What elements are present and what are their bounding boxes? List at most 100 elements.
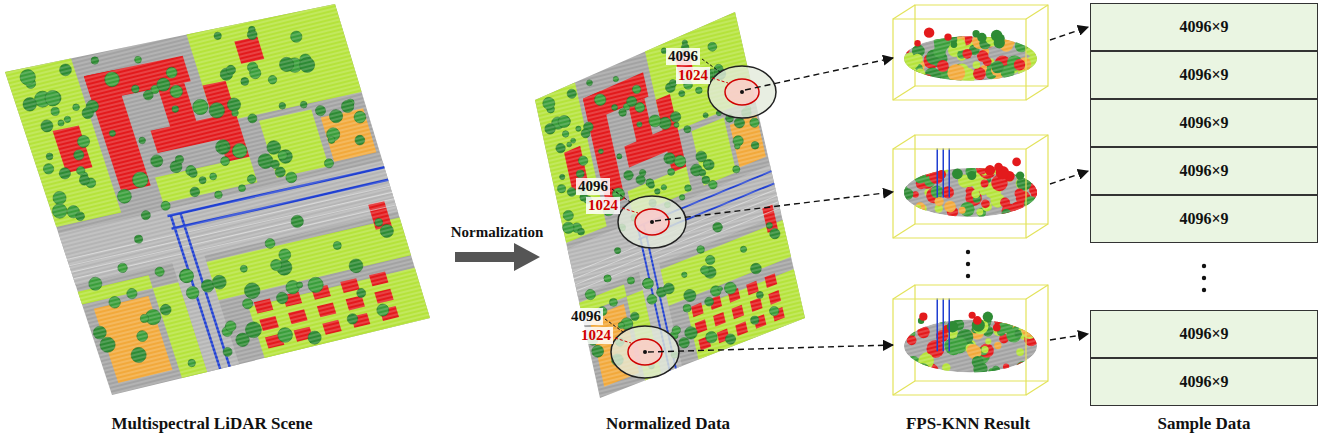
sampling-regions [605, 59, 776, 378]
leader-line [712, 78, 728, 83]
ellipsis-dot [1202, 264, 1206, 268]
sample-label: 4096×9 [1179, 372, 1228, 391]
tall-object [914, 40, 920, 46]
normalized-scene [535, 12, 805, 398]
panel-caption: Sample Data [1157, 414, 1250, 434]
illustration-part [893, 5, 1048, 100]
ellipsis-dot [1202, 276, 1206, 280]
illustration-part [907, 364, 923, 380]
flow-arrow [1050, 27, 1088, 40]
panel-caption: Multispectral LiDAR Scene [111, 414, 312, 434]
tall-object [985, 165, 995, 175]
point-count: 4096 [666, 48, 700, 65]
cube-edge [1026, 285, 1048, 299]
sample-box: 4096×9 [1090, 358, 1318, 406]
process-arrow [455, 243, 540, 271]
power-pole [937, 298, 939, 351]
flow-arrows [648, 27, 1088, 352]
cube-edge [893, 5, 915, 19]
illustration-part [908, 163, 921, 176]
panel-caption: FPS-KNN Result [906, 414, 1030, 434]
illustration-part [904, 320, 1037, 373]
sample-box: 4096×9 [1090, 147, 1318, 195]
power-pole [943, 298, 945, 351]
cube-edge [893, 86, 915, 100]
cube-edge [893, 224, 915, 238]
ellipsis-dot [1202, 288, 1206, 292]
illustration-part [905, 34, 912, 41]
ellipsis-dot [966, 250, 970, 254]
panel-caption: Normalized Data [606, 414, 730, 434]
sample-box: 4096×9 [1090, 310, 1318, 358]
outer-region [708, 66, 776, 118]
cube-edge [893, 381, 915, 395]
cube-edge [1026, 381, 1048, 395]
ellipsis-dot [966, 274, 970, 278]
illustration-part [899, 202, 913, 216]
flow-arrow [1050, 171, 1088, 184]
sample-label: 4096×9 [1179, 113, 1228, 132]
illustration-part [904, 168, 1037, 217]
illustration-part [904, 168, 1037, 217]
process-label: Normalization [451, 224, 543, 241]
center-point [740, 90, 744, 94]
sample-box: 4096×9 [1090, 3, 1318, 51]
cube-edge [893, 285, 915, 299]
flow-arrow [648, 345, 893, 352]
cube-edge [893, 135, 915, 149]
cube-edge [893, 299, 1026, 395]
illustration-part [918, 210, 928, 220]
point-count: 4096 [576, 178, 610, 195]
ellipsis-dot [966, 262, 970, 266]
illustration-part [904, 36, 1037, 81]
tall-object [944, 33, 951, 40]
point-count: 1024 [579, 327, 613, 344]
tall-object [937, 170, 946, 179]
point-count: 1024 [586, 197, 620, 214]
inner-region [725, 79, 759, 105]
tall-object [1016, 171, 1024, 179]
illustration-part [1018, 30, 1033, 45]
tall-object [951, 41, 958, 48]
point-disc [899, 312, 1044, 379]
tall-object [983, 312, 993, 322]
power-pole [943, 148, 945, 197]
sample-label: 4096×9 [1179, 324, 1228, 343]
illustration-part [900, 323, 912, 335]
cube-edge [1026, 224, 1048, 238]
illustration-part [1032, 168, 1039, 175]
leader-line [622, 208, 638, 213]
illustration-part [904, 36, 1037, 81]
cube-edge [893, 19, 1026, 100]
tall-object [919, 313, 927, 321]
tall-object [993, 324, 1001, 332]
leader-line [615, 338, 631, 343]
sample-box: 4096×9 [1090, 99, 1318, 147]
sample-label: 4096×9 [1179, 17, 1228, 36]
power-pole [949, 298, 951, 351]
tall-object [924, 27, 934, 37]
sample-label: 4096×9 [1179, 161, 1228, 180]
illustration-part [904, 320, 1037, 373]
power-pole [937, 148, 939, 197]
sample-label: 4096×9 [1179, 65, 1228, 84]
cube-edge [1026, 86, 1048, 100]
point-disc [896, 162, 1045, 220]
inner-region [628, 339, 662, 365]
flow-arrow [745, 58, 893, 90]
sample-box: 4096×9 [1090, 51, 1318, 99]
tall-object [952, 168, 963, 179]
tall-object [994, 163, 1003, 172]
map-ground [5, 4, 430, 395]
center-point [643, 350, 647, 354]
cube-edge [893, 149, 1026, 238]
map-ground [535, 12, 805, 398]
illustration-part [898, 164, 912, 178]
point-count: 4096 [569, 308, 603, 325]
scan-texture [535, 12, 805, 398]
illustration-part [900, 319, 914, 333]
center-point [650, 220, 654, 224]
tall-object [1012, 158, 1021, 167]
